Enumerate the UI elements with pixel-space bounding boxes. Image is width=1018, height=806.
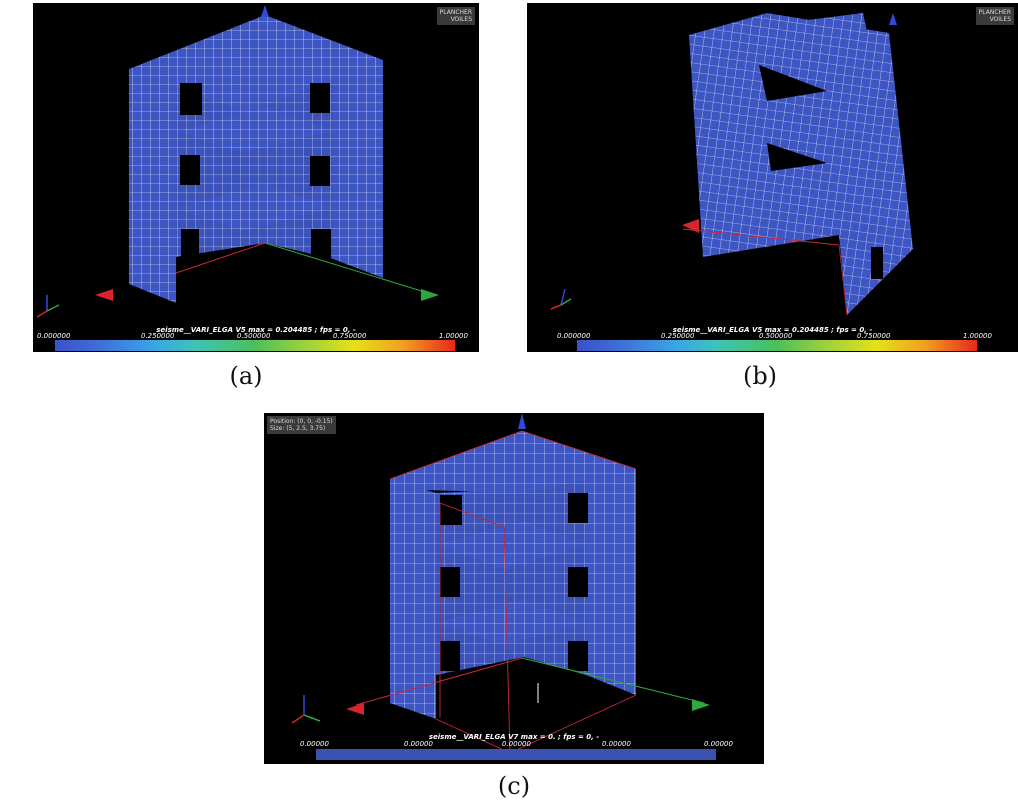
color-scale-bar (577, 340, 977, 351)
z-axis-arrow (518, 413, 526, 429)
viewport-c[interactable]: Position: (0, 0, -0.15) Size: (5, 2.5, 3… (264, 413, 764, 764)
z-axis-arrow (261, 5, 269, 17)
bounding-box (389, 430, 637, 754)
tag-line: VOILES (989, 16, 1011, 23)
y-axis-arrow (692, 699, 710, 711)
tag-line: PLANCHER (978, 9, 1011, 16)
window (568, 567, 588, 597)
slab-1 (436, 599, 586, 645)
legend-tick: 0.00000 (502, 740, 531, 748)
window (568, 641, 588, 671)
window (310, 156, 330, 186)
tag-line: PLANCHER (439, 9, 472, 16)
right-wall (863, 33, 913, 263)
right-wall (333, 60, 383, 278)
window (181, 229, 199, 259)
legend-tick: 0.500000 (237, 332, 271, 340)
caption-a: (a) (229, 362, 263, 390)
window (180, 83, 202, 115)
legend-tick: 0.00000 (704, 740, 733, 748)
structure-render-a (36, 5, 439, 318)
left-wall (129, 69, 176, 303)
orientation-triad (36, 295, 60, 318)
info-box: Position: (0, 0, -0.15) Size: (5, 2.5, 3… (267, 416, 336, 434)
orientation-triad (550, 288, 572, 310)
y-axis-arrow (421, 289, 439, 301)
caption-c: (c) (497, 772, 531, 800)
legend-tick: 0.00000 (300, 740, 329, 748)
window (440, 567, 460, 597)
x-axis-arrow (682, 219, 699, 233)
legend-tick: 0.00000 (602, 740, 631, 748)
slab-2 (176, 107, 333, 153)
viewport-b[interactable]: PLANCHER VOILES seisme__VARI_ELGA V5 max… (527, 3, 1018, 352)
color-scale-bar (316, 749, 716, 760)
tag-box: PLANCHER VOILES (975, 7, 1014, 25)
info-line: Size: (5, 2.5, 3.75) (270, 425, 326, 432)
legend-tick: 0.250000 (661, 332, 695, 340)
legend-tick: 0.750000 (333, 332, 367, 340)
caption-b: (b) (742, 362, 778, 390)
opening (767, 143, 827, 171)
structure-render-c (291, 413, 710, 754)
window (310, 83, 330, 113)
legend-tick: 0.500000 (759, 332, 793, 340)
legend-tick: 1.00000 (963, 332, 992, 340)
z-axis-arrow (889, 13, 897, 25)
slab-1 (176, 183, 333, 231)
slab-2 (436, 521, 586, 569)
legend-tick: 0.000000 (37, 332, 71, 340)
viewport-a[interactable]: PLANCHER VOILES seisme__VARI_ELGA V5 max… (33, 3, 479, 352)
legend-tick: 0.750000 (857, 332, 891, 340)
x-axis-arrow (95, 289, 113, 301)
window (871, 247, 883, 279)
legend-title: seisme__VARI_ELGA V7 max = 0. ; fps = 0,… (428, 733, 600, 741)
legend-tick: 1.00000 (439, 332, 468, 340)
structure-render-b (550, 13, 913, 316)
right-wall (586, 469, 636, 695)
legend-title: seisme__VARI_ELGA V5 max = 0.204485 ; fp… (156, 326, 356, 334)
roof-slab (689, 13, 889, 43)
orientation-triad (291, 695, 321, 724)
window (440, 495, 462, 525)
color-scale-bar (55, 340, 455, 351)
tag-line: VOILES (450, 16, 472, 23)
legend-tick: 0.000000 (557, 332, 591, 340)
opening (759, 65, 827, 101)
window (440, 641, 460, 671)
window (568, 493, 588, 523)
window (180, 155, 200, 185)
left-wall (390, 479, 436, 719)
roof-slab (390, 431, 636, 493)
window (311, 229, 331, 259)
info-line: Position: (0, 0, -0.15) (270, 418, 333, 425)
x-axis-arrow (346, 703, 364, 715)
legend-tick: 0.250000 (141, 332, 175, 340)
legend-tick: 0.00000 (404, 740, 433, 748)
tag-box: PLANCHER VOILES (436, 7, 475, 25)
legend-title: seisme__VARI_ELGA V5 max = 0.204485 ; fp… (672, 326, 873, 334)
